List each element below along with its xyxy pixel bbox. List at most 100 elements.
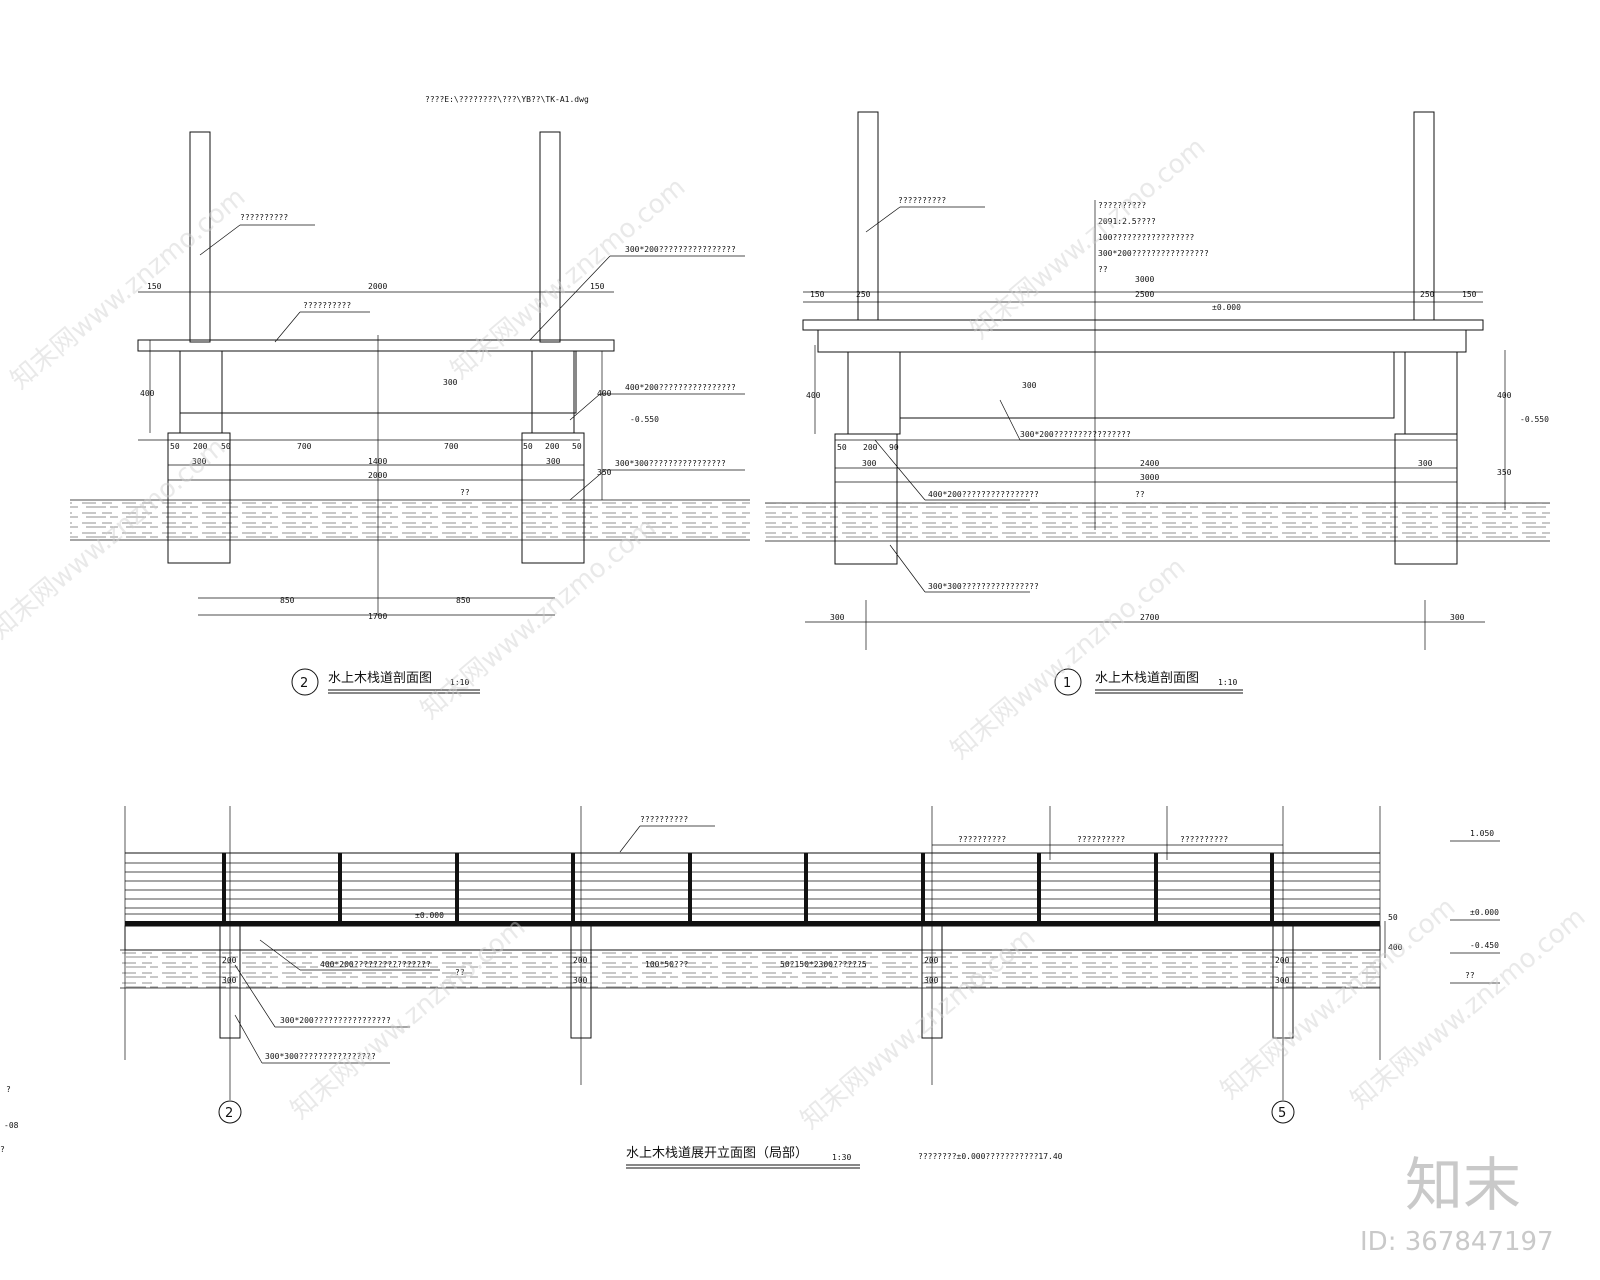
s1-dim: 150 <box>810 290 825 299</box>
s1-dim: 2500 <box>1135 290 1154 299</box>
elev-label: 400*200???????????????? <box>320 960 431 969</box>
s2-level: -0.550 <box>630 415 659 424</box>
watermark-text: 知末网www.znzmo.com <box>1345 902 1591 1115</box>
railing-post-right <box>539 131 561 343</box>
file-path-text: ????E:\????????\???\YB??\TK-A1.dwg <box>425 95 589 104</box>
elev-dim: 200 <box>924 956 939 965</box>
s2-dim: 200 <box>193 442 208 451</box>
axis-right-label: 5 <box>1278 1106 1286 1121</box>
s1-dim: 2700 <box>1140 613 1159 622</box>
s2-dim: 150 <box>590 282 605 291</box>
elev-label: ?????????? <box>958 835 1006 844</box>
elev-level: 1.050 <box>1470 829 1494 838</box>
elev-label: ?????????? <box>1077 835 1125 844</box>
pile-cap-left <box>847 351 901 435</box>
elev-dim: 300 <box>924 976 939 985</box>
s1-dim: 300 <box>1418 459 1433 468</box>
railing-posts <box>222 853 1274 923</box>
s2-dim: 700 <box>444 442 459 451</box>
s1-label-pile: 300*300???????????????? <box>928 582 1039 591</box>
s1-dim: 400 <box>806 391 821 400</box>
pile-right <box>521 432 585 564</box>
elevation-drawing <box>120 806 1386 1100</box>
section-2-number: 2 <box>300 676 308 691</box>
margin-text: ? <box>0 1145 5 1154</box>
s2-dim: 200 <box>545 442 560 451</box>
section-1-title: 水上木栈道剖面图 <box>1095 671 1199 686</box>
elev-label: 300*200???????????????? <box>280 1016 391 1025</box>
elev-dim: 300 <box>573 976 588 985</box>
s1-dim: 150 <box>1462 290 1477 299</box>
s1-label-beam: 300*200???????????????? <box>1020 430 1131 439</box>
section-1-number: 1 <box>1063 676 1071 691</box>
s2-label-railing: ?????????? <box>240 213 288 222</box>
s1-dim: 350 <box>1497 468 1512 477</box>
pile-cap-right <box>531 350 575 434</box>
elev-dim: 400 <box>1388 943 1403 952</box>
elev-label: 300*300???????????????? <box>265 1052 376 1061</box>
axis-bubble-left <box>218 1100 242 1124</box>
water-area <box>70 500 750 540</box>
s1-dim: 200 <box>863 443 878 452</box>
section-1-circle <box>1054 668 1082 696</box>
s1-label-railing: ?????????? <box>898 196 946 205</box>
pile-cap-right <box>1404 351 1458 435</box>
s2-dim: 400 <box>597 389 612 398</box>
concrete-beam <box>899 351 1395 419</box>
watermark-id: ID: 367847197 <box>1360 1227 1554 1257</box>
s1-label: ?????????? <box>1098 201 1146 210</box>
s1-dim: 250 <box>856 290 871 299</box>
s1-dim: 90 <box>889 443 899 452</box>
s1-label: 2091:2.5???? <box>1098 217 1156 226</box>
s1-label: 100????????????????? <box>1098 233 1195 242</box>
elev-dim: 200 <box>1275 956 1290 965</box>
s2-dim: 2000 <box>368 471 387 480</box>
s2-dim: 50 <box>523 442 533 451</box>
railing-post-right <box>1413 111 1435 321</box>
elev-level: ?? <box>1465 971 1475 980</box>
s1-dim: 300 <box>862 459 877 468</box>
s1-dim: 300 <box>1450 613 1465 622</box>
elev-dim: 300 <box>222 976 237 985</box>
s2-dim: 700 <box>297 442 312 451</box>
pile-right <box>1394 433 1458 565</box>
s2-dim: 2000 <box>368 282 387 291</box>
elev-label: ?? <box>455 968 465 977</box>
s1-dim: 3000 <box>1135 275 1154 284</box>
elev-label: ?????????? <box>1180 835 1228 844</box>
s2-label-pile: 300*300???????????????? <box>615 459 726 468</box>
margin-text: -08 <box>4 1121 19 1130</box>
concrete-beam <box>124 925 1381 951</box>
deck-joist <box>817 329 1467 353</box>
s2-dim: 50 <box>221 442 231 451</box>
s1-label: ?? <box>1098 265 1108 274</box>
elev-label: 100*50??? <box>645 960 689 969</box>
s1-label-cap: 400*200???????????????? <box>928 490 1039 499</box>
s2-dim: 150 <box>147 282 162 291</box>
s1-dim: 300 <box>1022 381 1037 390</box>
s2-label-beam: 300*200???????????????? <box>625 245 736 254</box>
railing-post-left <box>189 131 211 343</box>
pile-cap-left <box>179 350 223 434</box>
elev-level: ±0.000 <box>1470 908 1499 917</box>
s2-dim: 300 <box>443 378 458 387</box>
s2-dim: 50 <box>170 442 180 451</box>
s2-dim: 300 <box>192 457 207 466</box>
deck-edge <box>125 921 1380 926</box>
margin-text: ? <box>6 1085 11 1094</box>
s1-dim: 400 <box>1497 391 1512 400</box>
s2-label-deck: ?????????? <box>303 301 351 310</box>
s1-dim: 3000 <box>1140 473 1159 482</box>
s2-dim: 400 <box>140 389 155 398</box>
elev-level: ±0.000 <box>415 911 444 920</box>
elevation-note: ????????±0.000???????????17.40 <box>918 1152 1063 1161</box>
s1-dim: 250 <box>1420 290 1435 299</box>
s1-label-water: ?? <box>1135 490 1145 499</box>
section-1-scale: 1:10 <box>1218 678 1237 687</box>
elev-dim: 300 <box>1275 976 1290 985</box>
deck-board <box>802 319 1484 331</box>
s2-dim: 50 <box>572 442 582 451</box>
section-1-drawing <box>765 111 1550 650</box>
axis-bubble-right <box>1271 1100 1295 1124</box>
water-area <box>765 503 1550 541</box>
